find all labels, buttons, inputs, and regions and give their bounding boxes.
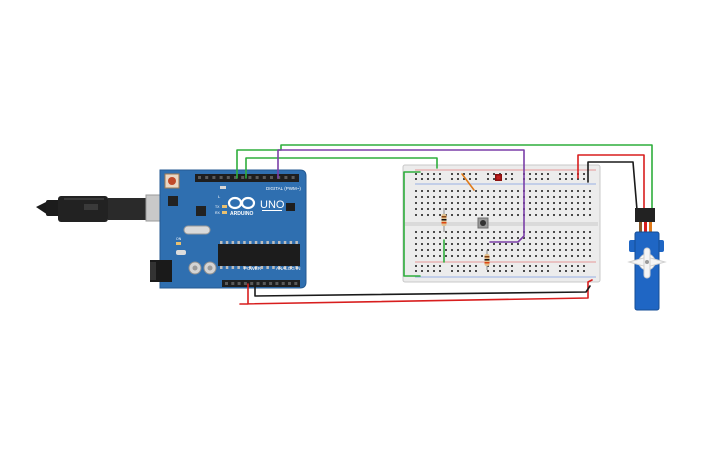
power-label: POWER: [244, 266, 262, 271]
wire-red-5v[interactable]: [239, 279, 593, 305]
digital-header[interactable]: [195, 174, 299, 182]
servo-connector: [635, 208, 655, 222]
wire-green-button[interactable]: [245, 157, 438, 179]
wire-black-gnd[interactable]: [254, 283, 591, 297]
tx-label: TX: [215, 205, 220, 209]
pushbutton[interactable]: [477, 217, 489, 229]
analog-label: ANALOG IN: [276, 266, 301, 271]
rx-label: RX: [215, 211, 221, 215]
l-led-label: L: [218, 194, 221, 199]
atmega-chip: [218, 241, 300, 269]
resistor[interactable]: [484, 250, 490, 270]
wire-green-rail[interactable]: [403, 171, 421, 277]
arduino-uno[interactable]: DIGITAL (PWM~) L TX RX ARDUINO UNO ON: [150, 169, 307, 289]
breadboard[interactable]: [402, 164, 601, 283]
servo-motor[interactable]: [627, 208, 667, 311]
usb-cable[interactable]: [36, 194, 181, 222]
wire-orange[interactable]: [461, 173, 475, 191]
wire-black-servo[interactable]: [587, 161, 638, 211]
arduino-logo: ARDUINO: [227, 196, 256, 217]
power-analog-header[interactable]: [222, 280, 300, 287]
on-label: ON: [176, 237, 182, 241]
model-label: UNO: [260, 199, 285, 211]
wire-red-servo[interactable]: [577, 154, 645, 211]
led-red[interactable]: [495, 174, 502, 181]
logo-text: ARDUINO: [230, 211, 253, 217]
wire-purple[interactable]: [277, 149, 525, 243]
resistor[interactable]: [441, 208, 447, 232]
wires[interactable]: [236, 144, 653, 305]
wire-green-signal[interactable]: [236, 144, 653, 211]
digital-label: DIGITAL (PWM~): [266, 186, 301, 191]
